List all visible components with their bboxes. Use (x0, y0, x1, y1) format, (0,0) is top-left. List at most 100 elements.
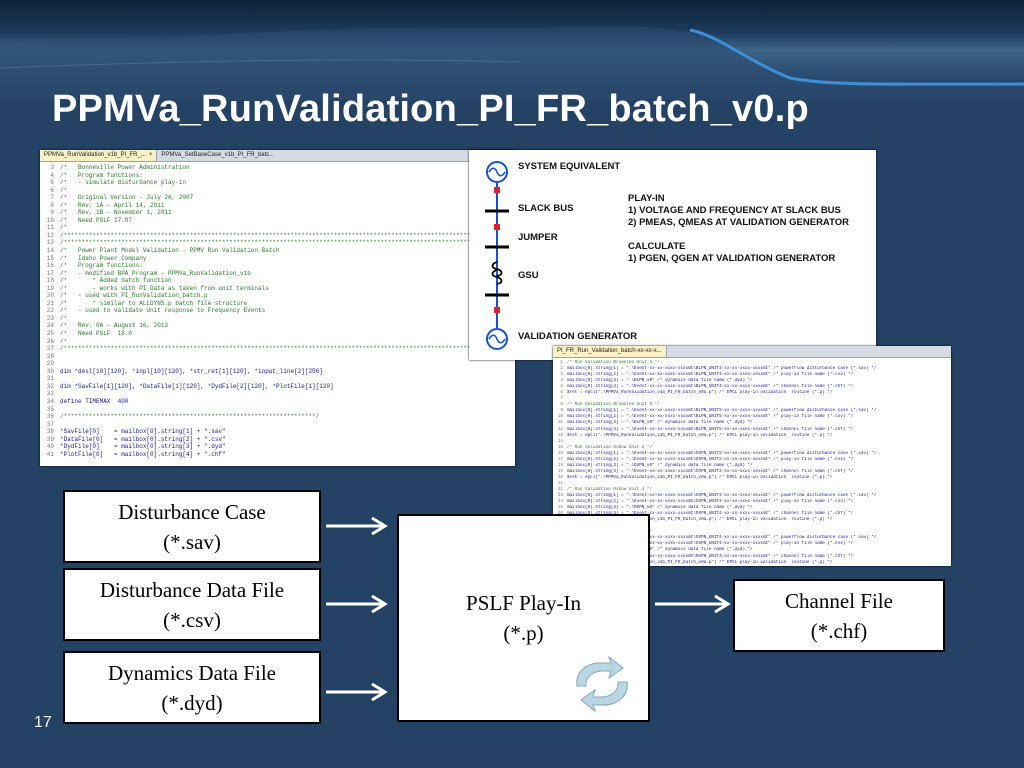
editor-tab-inactive[interactable]: PPMVa_SetBaseCase_v1b_PI_FR_batc... (157, 150, 278, 161)
line-text: define TIMEMAX 400 (60, 397, 129, 405)
line-number: 1 (560, 360, 563, 365)
line-text: /* * similar to ALLDYNS.p batch file str… (60, 299, 248, 307)
label-playin-1: 1) VOLTAGE AND FREQUENCY AT SLACK BUS (628, 205, 841, 216)
line-text: /***************************************… (60, 231, 514, 239)
line-text: dim *desl[10][120], *inpl[10][120], *str… (60, 367, 323, 375)
line-text: *PlotFile[0] = mailbox[0].string[4] + ".… (60, 450, 226, 458)
label-calc-1: 1) PGEN, QGEN AT VALIDATION GENERATOR (628, 253, 836, 264)
arrow-icon (326, 516, 388, 536)
code-line: 28 (40, 353, 515, 361)
line-number: 22 (46, 307, 54, 315)
code-line: 8 /* Rev. 1A - April 14, 2011 (40, 202, 515, 210)
line-text: *DydFile[0] = mailbox[0].string[3] + ".d… (60, 443, 226, 451)
code-line: 6$ret = epcl(".\PPMVa_RunValidation_v1b_… (553, 390, 951, 396)
label-system-equivalent: SYSTEM EQUIVALENT (518, 161, 621, 172)
line-text: /* - modified BPA Program - PPMVa_RunVal… (60, 269, 251, 277)
line-number: 36 (46, 413, 54, 421)
box-extension: (*.csv) (163, 607, 221, 632)
line-number: 25 (46, 330, 54, 338)
editor-tab-bar: PI_FR_Run_Validation_batch-xx-xx-x... (553, 346, 951, 358)
code-line: 11/* (40, 224, 515, 232)
label-gsu: GSU (518, 270, 539, 281)
line-text: mailbox[0].string[2] = ".\Event-xx-xx-xx… (567, 456, 854, 462)
close-icon[interactable]: × (148, 152, 153, 158)
editor-tab-active[interactable]: PI_FR_Run_Validation_batch-xx-xx-x... (553, 346, 667, 357)
line-number: 21 (46, 299, 54, 307)
code-line: 23 /* (40, 315, 515, 323)
editor-tab-active[interactable]: PPMVa_RunValidation_v1b_PI_FR_...× (40, 150, 158, 161)
editor-tab-label: PPMVa_RunValidation_v1b_PI_FR_... (44, 152, 146, 158)
line-number: 3 (50, 164, 54, 171)
editor-tab-label: PPMVa_SetBaseCase_v1b_PI_FR_batc... (161, 152, 275, 158)
code-line: 6 /* (40, 187, 515, 195)
code-line: 25 /* Need PSLF 18.0 (40, 330, 515, 338)
line-text: mailbox[0].string[4] = ".\Event-xx-xx-xx… (567, 468, 854, 474)
editor-tab-label: PI_FR_Run_Validation_batch-xx-xx-x... (557, 348, 662, 354)
code-line: 21 (553, 481, 951, 487)
box-label: Dynamics Data File (108, 660, 276, 685)
line-text: /* (60, 186, 68, 194)
code-line: 9/* Rev. 1B - November 1, 2011 (40, 209, 515, 217)
diagram-graphic (485, 161, 509, 350)
code-line: 38*SavFile[0] = mailbox[0].string[1] + "… (40, 428, 515, 436)
box-extension: (*.chf) (810, 618, 868, 643)
line-number: 17 (557, 456, 563, 462)
line-number: 38 (46, 428, 54, 436)
line-number: 13 (46, 239, 54, 247)
slide-title: PPMVa_RunValidation_PI_FR_batch_v0.p (52, 88, 809, 130)
line-text: /* Need PSLF 17.07 (60, 216, 133, 224)
line-number: 28 (46, 352, 54, 360)
pslf-playin-box: PSLF Play-In (*.p) (397, 514, 650, 722)
line-number: 24 (46, 322, 54, 330)
code-line: 20/* - used with PI_RunValidation_batch.… (40, 292, 515, 300)
header-wave-decoration (0, 26, 1024, 100)
code-line: 21 /* * similar to ALLDYNS.p batch file s… (40, 300, 515, 308)
line-number: 12 (46, 231, 54, 239)
label-calc-title: CALCULATE (628, 241, 686, 252)
line-text: mailbox[0].string[3] = ".\BLPN_v0" /* dy… (567, 378, 753, 384)
line-text: /* (60, 224, 68, 232)
line-text: mailbox[0].string[4] = ".\Event-xx-xx-xx… (567, 511, 854, 517)
line-text: dim *SavFile[1][120], *DataFile[1][120],… (60, 382, 334, 390)
code-line: 17/* - modified BPA Program - PPMVa_RunV… (40, 270, 515, 278)
line-text: $ret = epcl(".\PPMVa_RunValidation_v1b_P… (567, 390, 833, 396)
line-text: /* * Added batch function (60, 277, 172, 285)
code-line: 4/* Program functions: (40, 172, 515, 180)
line-number: 25 (557, 505, 563, 511)
line-text: /* Need PSLF 18.0 (60, 330, 133, 338)
line-number: 33 (46, 390, 54, 398)
line-text: mailbox[0].string[1] = ".\Event-xx-xx-xx… (567, 366, 877, 372)
line-number: 15 (557, 444, 563, 450)
line-text: /***************************************… (60, 239, 514, 247)
line-number: 8 (50, 201, 54, 209)
line-number: 24 (557, 499, 563, 505)
line-number: 4 (560, 378, 563, 384)
line-text: mailbox[0].string[2] = ".\Event-xx-xx-xx… (567, 414, 854, 420)
label-playin-title: PLAY-IN (628, 193, 665, 204)
line-number: 40 (46, 443, 54, 451)
line-number: 16 (557, 450, 563, 456)
line-text: /* Rev. 1A - April 14, 2011 (60, 201, 165, 209)
line-number: 19 (557, 468, 563, 474)
line-text: /* Power Plant Model Validation - PPMV R… (60, 247, 280, 255)
line-text: /* Run Validation Brownlee Unit 5 */ (567, 402, 660, 408)
line-number: 23 (46, 314, 54, 322)
code-line: 39*DataFile[0] = mailbox[0].string[2] + … (40, 436, 515, 444)
page-number: 17 (34, 714, 52, 731)
code-line: 35 (40, 406, 515, 414)
code-line: 14 (553, 439, 951, 445)
line-number: 6 (50, 186, 54, 194)
line-number: 9 (50, 209, 54, 217)
line-text: /* (60, 314, 68, 322)
code-line: 13$ret = epcl(".\PPMVa_RunValidation_v1b… (553, 433, 951, 439)
